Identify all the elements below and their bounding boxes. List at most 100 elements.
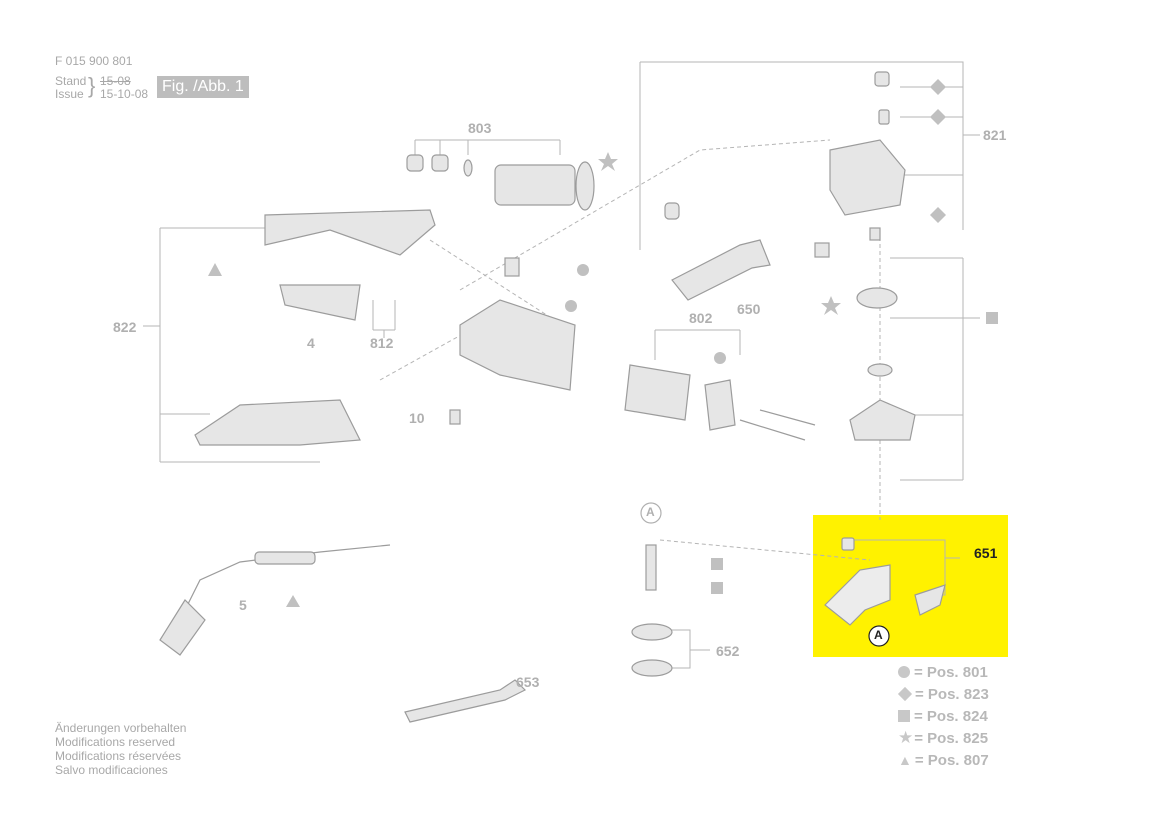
legend-text: = Pos. 823 bbox=[915, 685, 989, 703]
bracket-824 bbox=[890, 257, 980, 481]
part-bearing-1 bbox=[406, 154, 424, 172]
label-10: 10 bbox=[409, 410, 425, 426]
legend-item-807: ▲ = Pos. 807 bbox=[898, 749, 989, 771]
part-lock-button bbox=[874, 71, 890, 87]
callout-a-top-label: A bbox=[646, 505, 655, 519]
part-cable-sleeve bbox=[254, 551, 316, 565]
footer-line-fr: Modifications réservées bbox=[55, 749, 182, 763]
issue-label: Issue bbox=[55, 87, 84, 101]
part-clamp-lever bbox=[914, 584, 946, 616]
issue-value: 15-10-08 bbox=[100, 87, 149, 101]
triangle-icon: ▲ bbox=[898, 752, 912, 768]
circle-icon bbox=[577, 264, 589, 276]
part-screw-long-1 bbox=[759, 409, 816, 426]
part-field bbox=[624, 364, 691, 421]
legend-text: = Pos. 824 bbox=[914, 707, 988, 725]
diamond-icon bbox=[897, 686, 913, 702]
bracket-652 bbox=[660, 629, 710, 669]
label-812: 812 bbox=[370, 335, 394, 351]
part-plug bbox=[159, 599, 206, 656]
legend: = Pos. 801 = Pos. 823 = Pos. 824 ★ = Pos… bbox=[897, 661, 989, 771]
part-armature bbox=[494, 164, 576, 206]
bracket-802 bbox=[654, 329, 741, 360]
legend-item-824: = Pos. 824 bbox=[898, 705, 989, 727]
label-650: 650 bbox=[737, 301, 761, 317]
label-4: 4 bbox=[307, 335, 315, 351]
legend-item-801: = Pos. 801 bbox=[898, 661, 989, 683]
part-nut bbox=[814, 242, 830, 258]
label-802: 802 bbox=[689, 310, 713, 326]
callout-a-guard bbox=[868, 625, 890, 647]
part-gear-head bbox=[829, 139, 906, 216]
part-spanner bbox=[404, 679, 527, 723]
circle-icon bbox=[714, 352, 726, 364]
part-flange-1 bbox=[631, 623, 673, 641]
footer-notes: Änderungen vorbehalten Modifications res… bbox=[55, 721, 186, 777]
legend-text: = Pos. 807 bbox=[914, 751, 989, 769]
callout-a-guard-label: A bbox=[874, 628, 883, 642]
footer-line-es: Salvo modificaciones bbox=[55, 763, 168, 777]
triangle-icon bbox=[286, 595, 300, 607]
part-bearing-flange bbox=[867, 363, 893, 377]
legend-item-823: = Pos. 823 bbox=[897, 683, 989, 705]
legend-text: = Pos. 801 bbox=[914, 663, 988, 681]
brace: } bbox=[88, 73, 96, 98]
part-switch-4 bbox=[279, 284, 361, 321]
diamond-icon bbox=[930, 79, 946, 95]
figure-label: Fig. /Abb. 1 bbox=[157, 76, 249, 98]
circle-icon bbox=[565, 300, 577, 312]
part-bearing-2 bbox=[431, 154, 449, 172]
part-cable bbox=[169, 544, 391, 641]
label-653: 653 bbox=[516, 674, 540, 690]
stand-value: 15-08 bbox=[100, 74, 131, 88]
part-switch-small bbox=[504, 257, 520, 277]
label-652: 652 bbox=[716, 643, 740, 659]
part-side-handle bbox=[671, 239, 771, 301]
part-motor-housing bbox=[459, 299, 576, 391]
star-icon bbox=[598, 152, 618, 171]
label-822: 822 bbox=[113, 319, 137, 335]
label-5: 5 bbox=[239, 597, 247, 613]
diamond-icon bbox=[930, 109, 946, 125]
bracket-803 bbox=[414, 139, 561, 155]
label-821: 821 bbox=[983, 127, 1007, 143]
part-bearing-3 bbox=[664, 202, 680, 220]
part-spring bbox=[878, 109, 890, 125]
part-handle-bottom bbox=[194, 399, 361, 446]
legend-item-825: ★ = Pos. 825 bbox=[898, 727, 989, 749]
part-ring bbox=[463, 159, 473, 177]
part-gear bbox=[856, 287, 898, 309]
part-brush-holder bbox=[704, 379, 736, 431]
footer-line-en: Modifications reserved bbox=[55, 735, 176, 749]
bracket-822 bbox=[143, 227, 320, 463]
stand-label: Stand bbox=[55, 74, 87, 88]
part-screw-long-2 bbox=[739, 419, 806, 441]
circle-icon bbox=[898, 666, 910, 678]
footer-line-de: Änderungen vorbehalten bbox=[55, 721, 187, 735]
part-clamp-screw bbox=[841, 537, 855, 551]
label-651: 651 bbox=[974, 545, 998, 561]
star-icon: ★ bbox=[898, 728, 914, 747]
square-icon bbox=[986, 312, 998, 324]
star-icon bbox=[821, 296, 841, 315]
triangle-icon bbox=[208, 263, 222, 276]
legend-text: = Pos. 825 bbox=[914, 729, 989, 747]
part-bearing-plate bbox=[849, 399, 916, 441]
document-number: F 015 900 801 bbox=[55, 54, 133, 68]
square-icon bbox=[898, 710, 910, 722]
label-803: 803 bbox=[468, 120, 492, 136]
part-brush bbox=[449, 409, 461, 425]
part-guard bbox=[824, 564, 891, 626]
square-icon bbox=[711, 582, 723, 594]
part-spindle bbox=[645, 544, 657, 591]
callout-a-top bbox=[640, 502, 662, 524]
part-flange-2 bbox=[631, 659, 673, 677]
dash-lines bbox=[379, 139, 881, 561]
diamond-icon bbox=[930, 207, 946, 223]
bracket-812 bbox=[372, 300, 396, 338]
square-icon bbox=[711, 558, 723, 570]
part-washer bbox=[869, 227, 881, 241]
part-fan bbox=[575, 161, 595, 211]
bracket-821 bbox=[639, 61, 980, 250]
